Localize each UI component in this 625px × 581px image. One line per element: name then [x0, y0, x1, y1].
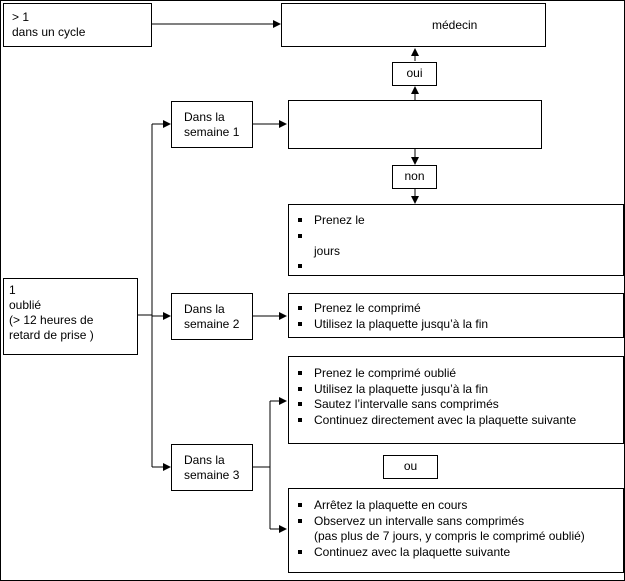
medecin-box: médecin: [281, 3, 546, 47]
oui-label-box: oui: [392, 62, 437, 86]
week1-action-1: Prenez le: [289, 213, 623, 229]
week3-option-a-box: Prenez le comprimé oublié Utilisez la pl…: [288, 356, 624, 444]
forgotten-line2: oublié: [9, 298, 42, 312]
week3-line2: semaine 3: [184, 468, 240, 482]
non-label-box: non: [392, 165, 437, 189]
forgotten-line1: 1: [9, 283, 16, 297]
week1-line2: semaine 1: [184, 125, 240, 139]
more-than-one-box: > 1 dans un cycle: [3, 3, 152, 47]
week1-line1: Dans la: [184, 110, 225, 124]
week1-action-2-cont: jours: [314, 243, 341, 258]
week1-actions-box: Prenez le jours: [288, 204, 624, 276]
medecin-label: médecin: [432, 18, 478, 32]
non-label: non: [404, 169, 425, 183]
ou-label-box: ou: [383, 455, 438, 479]
more-than-one-line2: dans un cycle: [12, 25, 86, 39]
week3-option-b-3: Continuez avec la plaquette suivante: [289, 545, 623, 561]
week3-option-b-1: Arrêtez la plaquette en cours: [289, 498, 623, 514]
week3-line1: Dans la: [184, 453, 225, 467]
week3-option-b-2-cont: (pas plus de 7 jours, y compris le compr…: [314, 529, 585, 543]
ou-label: ou: [403, 459, 418, 473]
week1-question-box: [288, 100, 542, 149]
week3-option-a-1: Prenez le comprimé oublié: [289, 366, 623, 382]
forgotten-line4: retard de prise ): [9, 328, 94, 342]
week1-action-2: [289, 229, 623, 244]
forgotten-line3: (> 12 heures de: [9, 313, 94, 327]
week2-action-1: Prenez le comprimé: [289, 301, 623, 317]
week2-box: Dans la semaine 2: [171, 293, 253, 340]
week2-action-2: Utilisez la plaquette jusqu’à la fin: [289, 317, 623, 333]
week2-line1: Dans la: [184, 302, 225, 316]
week3-box: Dans la semaine 3: [171, 444, 253, 491]
week1-action-3: [289, 259, 623, 274]
week2-line2: semaine 2: [184, 317, 240, 331]
oui-label: oui: [406, 66, 423, 80]
week2-actions-box: Prenez le comprimé Utilisez la plaquette…: [288, 293, 624, 338]
forgotten-box: 1 oublié (> 12 heures de retard de prise…: [3, 278, 138, 355]
week1-box: Dans la semaine 1: [171, 101, 253, 148]
week3-option-b-2: Observez un intervalle sans comprimés: [289, 514, 623, 530]
more-than-one-line1: > 1: [12, 10, 30, 24]
week3-option-a-2: Utilisez la plaquette jusqu’à la fin: [289, 382, 623, 398]
week3-option-a-4: Continuez directement avec la plaquette …: [289, 413, 623, 429]
week3-option-a-3: Sautez l’intervalle sans comprimés: [289, 397, 623, 413]
week3-option-b-box: Arrêtez la plaquette en cours Observez u…: [288, 488, 624, 573]
